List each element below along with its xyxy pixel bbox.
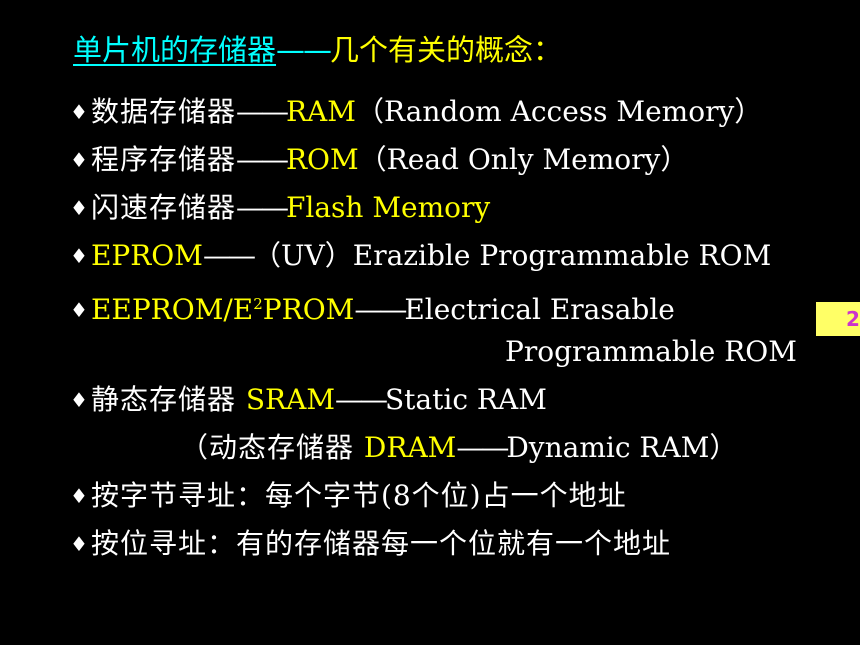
term-cn: 程序存储器 (90, 143, 236, 176)
term-key: RAM (285, 95, 356, 128)
term-desc: （Random Access Memory） (355, 95, 763, 128)
diamond-bullet-icon: ♦ (70, 484, 88, 508)
term-cn: （动态存储器 (180, 431, 364, 464)
dash: —— (235, 191, 289, 224)
term-desc: Dynamic RAM） (506, 431, 738, 464)
bullet-rom: ♦程序存储器——ROM（Read Only Memory） (70, 140, 688, 180)
term-key: ROM (285, 143, 359, 176)
term-key-sup: 2 (253, 295, 263, 313)
term-key-a: EEPROM/E (90, 293, 254, 326)
dash: —— (202, 239, 256, 272)
statement-text: 按位寻址：有的存储器每一个位就有一个地址 (90, 527, 671, 560)
diamond-bullet-icon: ♦ (70, 532, 88, 556)
term-desc-continued: Programmable ROM (505, 335, 797, 368)
bullet-eprom: ♦EPROM——（UV）Erazible Programmable ROM (70, 236, 771, 276)
diamond-bullet-icon: ♦ (70, 148, 88, 172)
term-cn: 静态存储器 (90, 383, 246, 416)
dash: —— (235, 143, 289, 176)
statement-text: 按字节寻址：每个字节(8个位)占一个地址 (90, 479, 627, 512)
term-key: SRAM (245, 383, 335, 416)
title-subtitle: 几个有关的概念： (330, 33, 563, 67)
bullet-sram: ♦静态存储器 SRAM——Static RAM (70, 380, 547, 420)
bullet-flash: ♦闪速存储器——Flash Memory (70, 188, 490, 228)
term-desc: （UV）Erazible Programmable ROM (252, 239, 772, 272)
term-key: DRAM (363, 431, 457, 464)
title-separator: —— (276, 33, 332, 67)
diamond-bullet-icon: ♦ (70, 388, 88, 412)
diamond-bullet-icon: ♦ (70, 298, 88, 322)
term-key: Flash Memory (285, 191, 491, 224)
diamond-bullet-icon: ♦ (70, 244, 88, 268)
page-number-badge: 2 (816, 302, 860, 336)
term-desc: （Read Only Memory） (358, 143, 689, 176)
term-key-b: PROM (262, 293, 355, 326)
bullet-bit-addressing: ♦按位寻址：有的存储器每一个位就有一个地址 (70, 524, 671, 564)
dash: —— (456, 431, 509, 464)
term-key: EPROM (90, 239, 203, 272)
term-desc: Electrical Erasable (404, 293, 675, 326)
bullet-eeprom-continued: Programmable ROM (505, 332, 797, 372)
title-main: 单片机的存储器 (73, 33, 277, 67)
slide-title: 单片机的存储器——几个有关的概念： (73, 30, 562, 70)
line-dram: （动态存储器 DRAM——Dynamic RAM） (180, 428, 737, 468)
term-cn: 闪速存储器 (90, 191, 236, 224)
dash: —— (235, 95, 289, 128)
dash: —— (335, 383, 388, 416)
bullet-eeprom: ♦EEPROM/E2PROM——Electrical Erasable (70, 284, 675, 330)
term-desc: Static RAM (385, 383, 547, 416)
diamond-bullet-icon: ♦ (70, 100, 88, 124)
term-cn: 数据存储器 (90, 95, 236, 128)
term-key: EEPROM/E2PROM (91, 293, 354, 326)
bullet-ram: ♦数据存储器——RAM（Random Access Memory） (70, 92, 762, 132)
diamond-bullet-icon: ♦ (70, 196, 88, 220)
bullet-byte-addressing: ♦按字节寻址：每个字节(8个位)占一个地址 (70, 476, 627, 516)
dash: —— (354, 293, 407, 326)
